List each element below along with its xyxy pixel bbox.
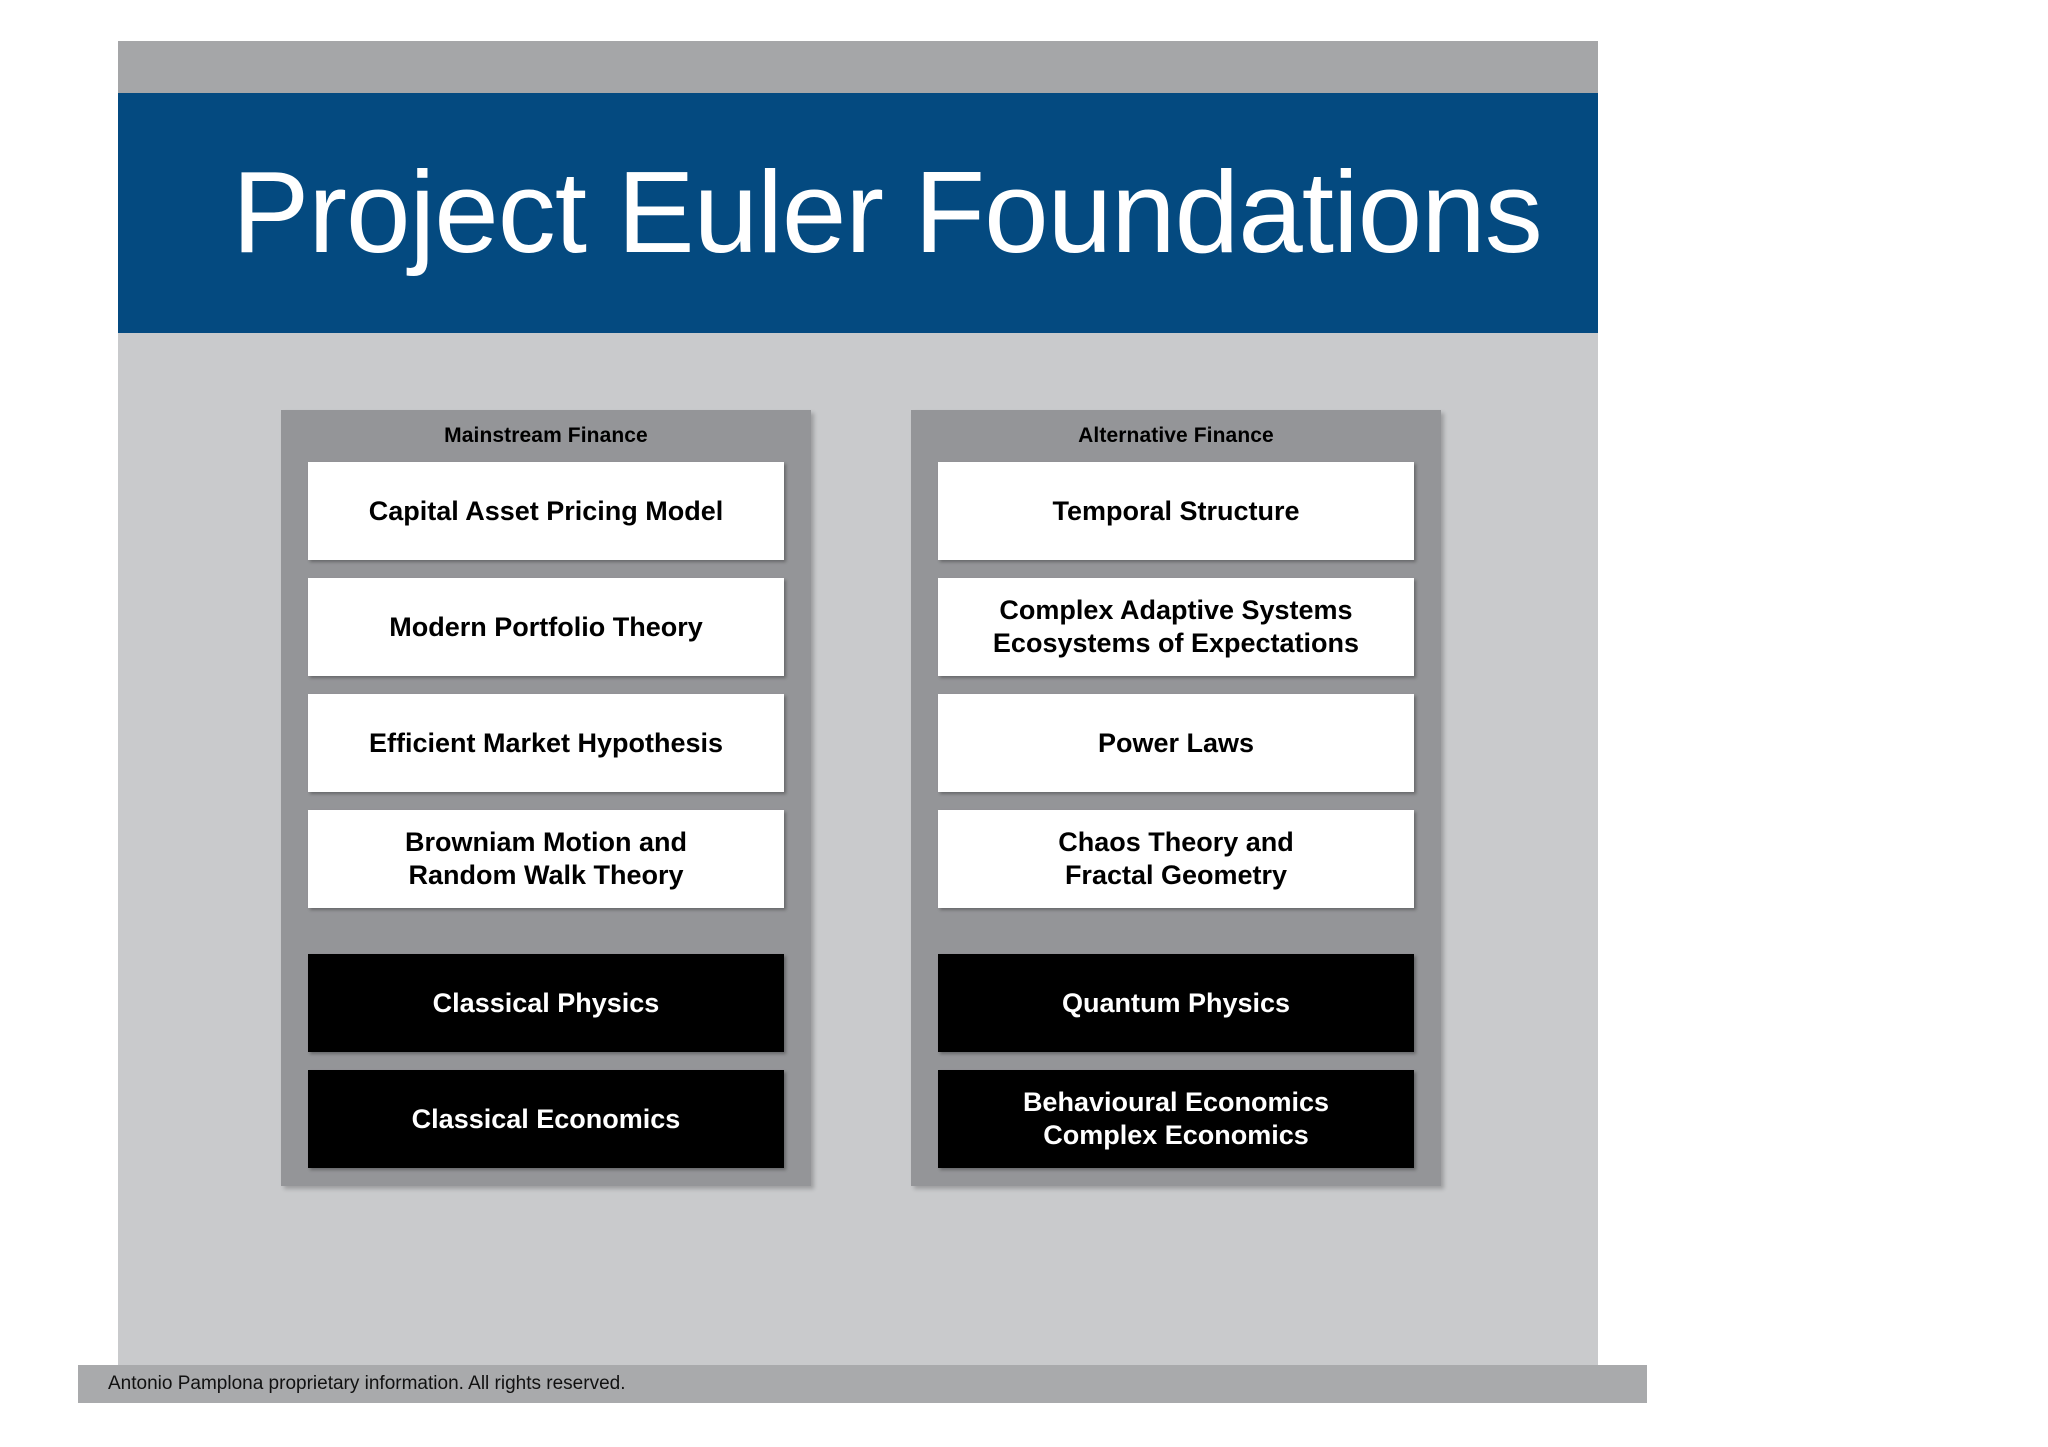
card-group-divider: [938, 926, 1414, 936]
card-power-laws[interactable]: Power Laws: [938, 694, 1414, 792]
card-label: Classical Economics: [411, 1103, 681, 1134]
card-label: Complex Adaptive Systems Ecosystems of E…: [992, 595, 1360, 658]
card-list-alternative-finance: Temporal Structure Complex Adaptive Syst…: [911, 462, 1441, 1168]
card-label: Browniam Motion and Random Walk Theory: [405, 827, 687, 890]
card-browniam-motion-random-walk-theory[interactable]: Browniam Motion and Random Walk Theory: [308, 810, 784, 908]
slide-body: Mainstream Finance Capital Asset Pricing…: [118, 333, 1598, 1366]
top-gray-strip: [118, 41, 1598, 93]
card-list-mainstream-finance: Capital Asset Pricing Model Modern Portf…: [281, 462, 811, 1168]
column-title-mainstream-finance: Mainstream Finance: [444, 424, 648, 447]
card-temporal-structure[interactable]: Temporal Structure: [938, 462, 1414, 560]
card-label: Quantum Physics: [1061, 987, 1291, 1018]
card-efficient-market-hypothesis[interactable]: Efficient Market Hypothesis: [308, 694, 784, 792]
card-classical-physics[interactable]: Classical Physics: [308, 954, 784, 1052]
card-capital-asset-pricing-model[interactable]: Capital Asset Pricing Model: [308, 462, 784, 560]
slide: Project Euler Foundations Mainstream Fin…: [118, 41, 1598, 1366]
card-group-divider: [308, 926, 784, 936]
card-classical-economics[interactable]: Classical Economics: [308, 1070, 784, 1168]
card-label: Behavioural Economics Complex Economics: [1022, 1087, 1330, 1150]
card-label: Modern Portfolio Theory: [389, 611, 703, 642]
page-title: Project Euler Foundations: [232, 147, 1543, 278]
card-label: Chaos Theory and Fractal Geometry: [1058, 827, 1294, 890]
card-chaos-theory-fractal-geometry[interactable]: Chaos Theory and Fractal Geometry: [938, 810, 1414, 908]
column-alternative-finance: Alternative Finance Temporal Structure C…: [911, 410, 1441, 1186]
title-banner: Project Euler Foundations: [118, 93, 1598, 333]
column-mainstream-finance: Mainstream Finance Capital Asset Pricing…: [281, 410, 811, 1186]
card-behavioural-complex-economics[interactable]: Behavioural Economics Complex Economics: [938, 1070, 1414, 1168]
card-label: Capital Asset Pricing Model: [368, 495, 724, 526]
columns-container: Mainstream Finance Capital Asset Pricing…: [281, 410, 1441, 1186]
footer-copyright-text: Antonio Pamplona proprietary information…: [108, 1373, 626, 1394]
card-complex-adaptive-systems[interactable]: Complex Adaptive Systems Ecosystems of E…: [938, 578, 1414, 676]
card-quantum-physics[interactable]: Quantum Physics: [938, 954, 1414, 1052]
card-label: Efficient Market Hypothesis: [368, 727, 724, 758]
card-label: Temporal Structure: [1052, 495, 1300, 526]
card-label: Power Laws: [1097, 727, 1255, 758]
column-title-alternative-finance: Alternative Finance: [1078, 424, 1274, 447]
card-modern-portfolio-theory[interactable]: Modern Portfolio Theory: [308, 578, 784, 676]
card-label: Classical Physics: [432, 987, 660, 1018]
footer-band: Antonio Pamplona proprietary information…: [78, 1365, 1647, 1403]
